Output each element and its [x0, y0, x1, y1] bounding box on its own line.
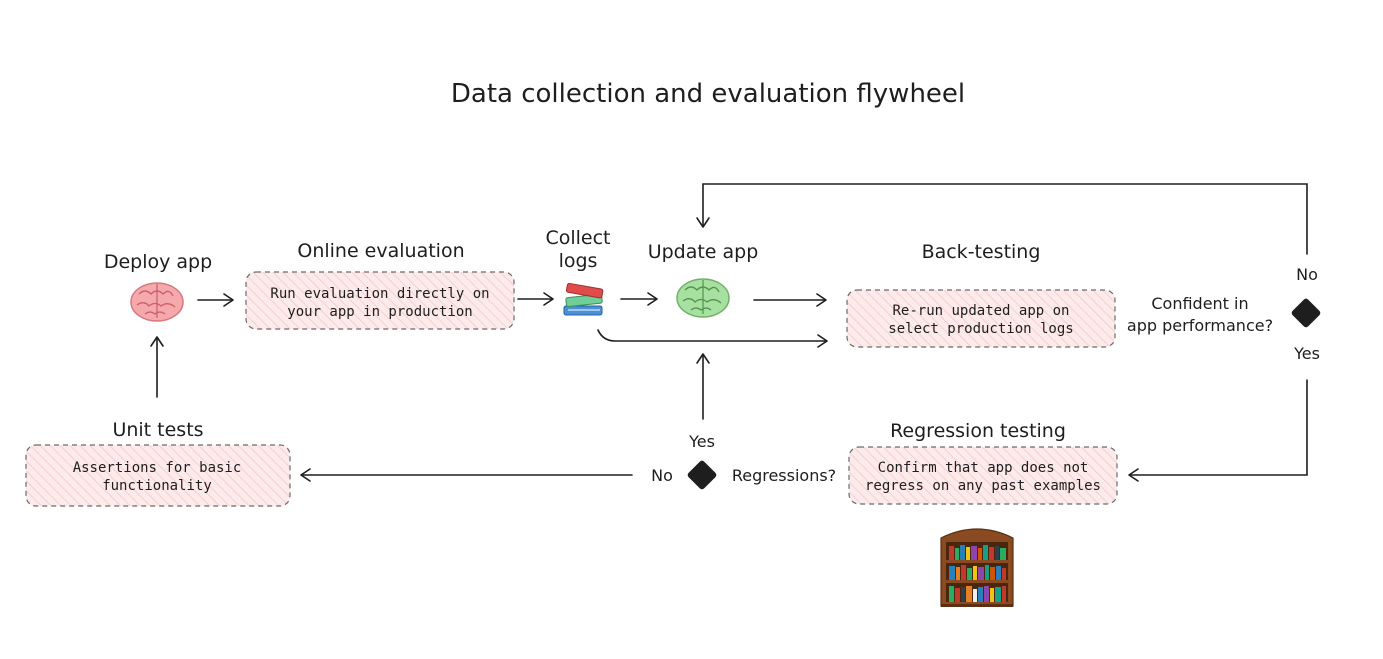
unit-tests-line1: Assertions for basic	[73, 460, 242, 476]
back-testing-label: Back-testing	[922, 241, 1041, 263]
books-icon	[563, 282, 604, 316]
unit-tests-line2: functionality	[102, 478, 212, 494]
regression-testing-label: Regression testing	[890, 420, 1066, 442]
online-evaluation-label: Online evaluation	[297, 240, 464, 262]
online-evaluation-line1: Run evaluation directly on	[270, 286, 489, 302]
regression-testing-box	[848, 446, 1118, 505]
back-testing-line1: Re-run updated app on	[892, 303, 1069, 319]
regression-testing-line1: Confirm that app does not	[878, 460, 1089, 476]
regressions-no-label: No	[651, 466, 673, 485]
back-testing-box	[846, 289, 1116, 348]
collect-logs-label-2: logs	[559, 250, 598, 272]
collect-logs-label-1: Collect	[545, 227, 610, 249]
confident-question-line1: Confident in	[1151, 294, 1248, 313]
online-evaluation-box	[245, 271, 515, 330]
back-testing-line2: select production logs	[888, 321, 1073, 337]
update-app-label: Update app	[648, 241, 759, 263]
confident-yes-label: Yes	[1293, 344, 1320, 363]
deploy-app-label: Deploy app	[104, 251, 212, 273]
confident-question-line2: app performance?	[1127, 316, 1273, 335]
confident-decision-diamond	[1291, 298, 1321, 328]
regression-testing-line2: regress on any past examples	[865, 478, 1101, 494]
diagram-title: Data collection and evaluation flywheel	[451, 79, 965, 109]
bookshelf-icon	[940, 528, 1014, 607]
confident-no-label: No	[1296, 265, 1318, 284]
brain-green-icon	[676, 278, 730, 318]
online-evaluation-line2: your app in production	[287, 304, 472, 320]
unit-tests-label: Unit tests	[112, 419, 203, 441]
regressions-question: Regressions?	[732, 466, 836, 485]
regressions-decision-diamond	[687, 460, 717, 490]
brain-pink-icon	[130, 282, 184, 322]
unit-tests-box	[25, 444, 291, 507]
regressions-yes-label: Yes	[688, 432, 715, 451]
